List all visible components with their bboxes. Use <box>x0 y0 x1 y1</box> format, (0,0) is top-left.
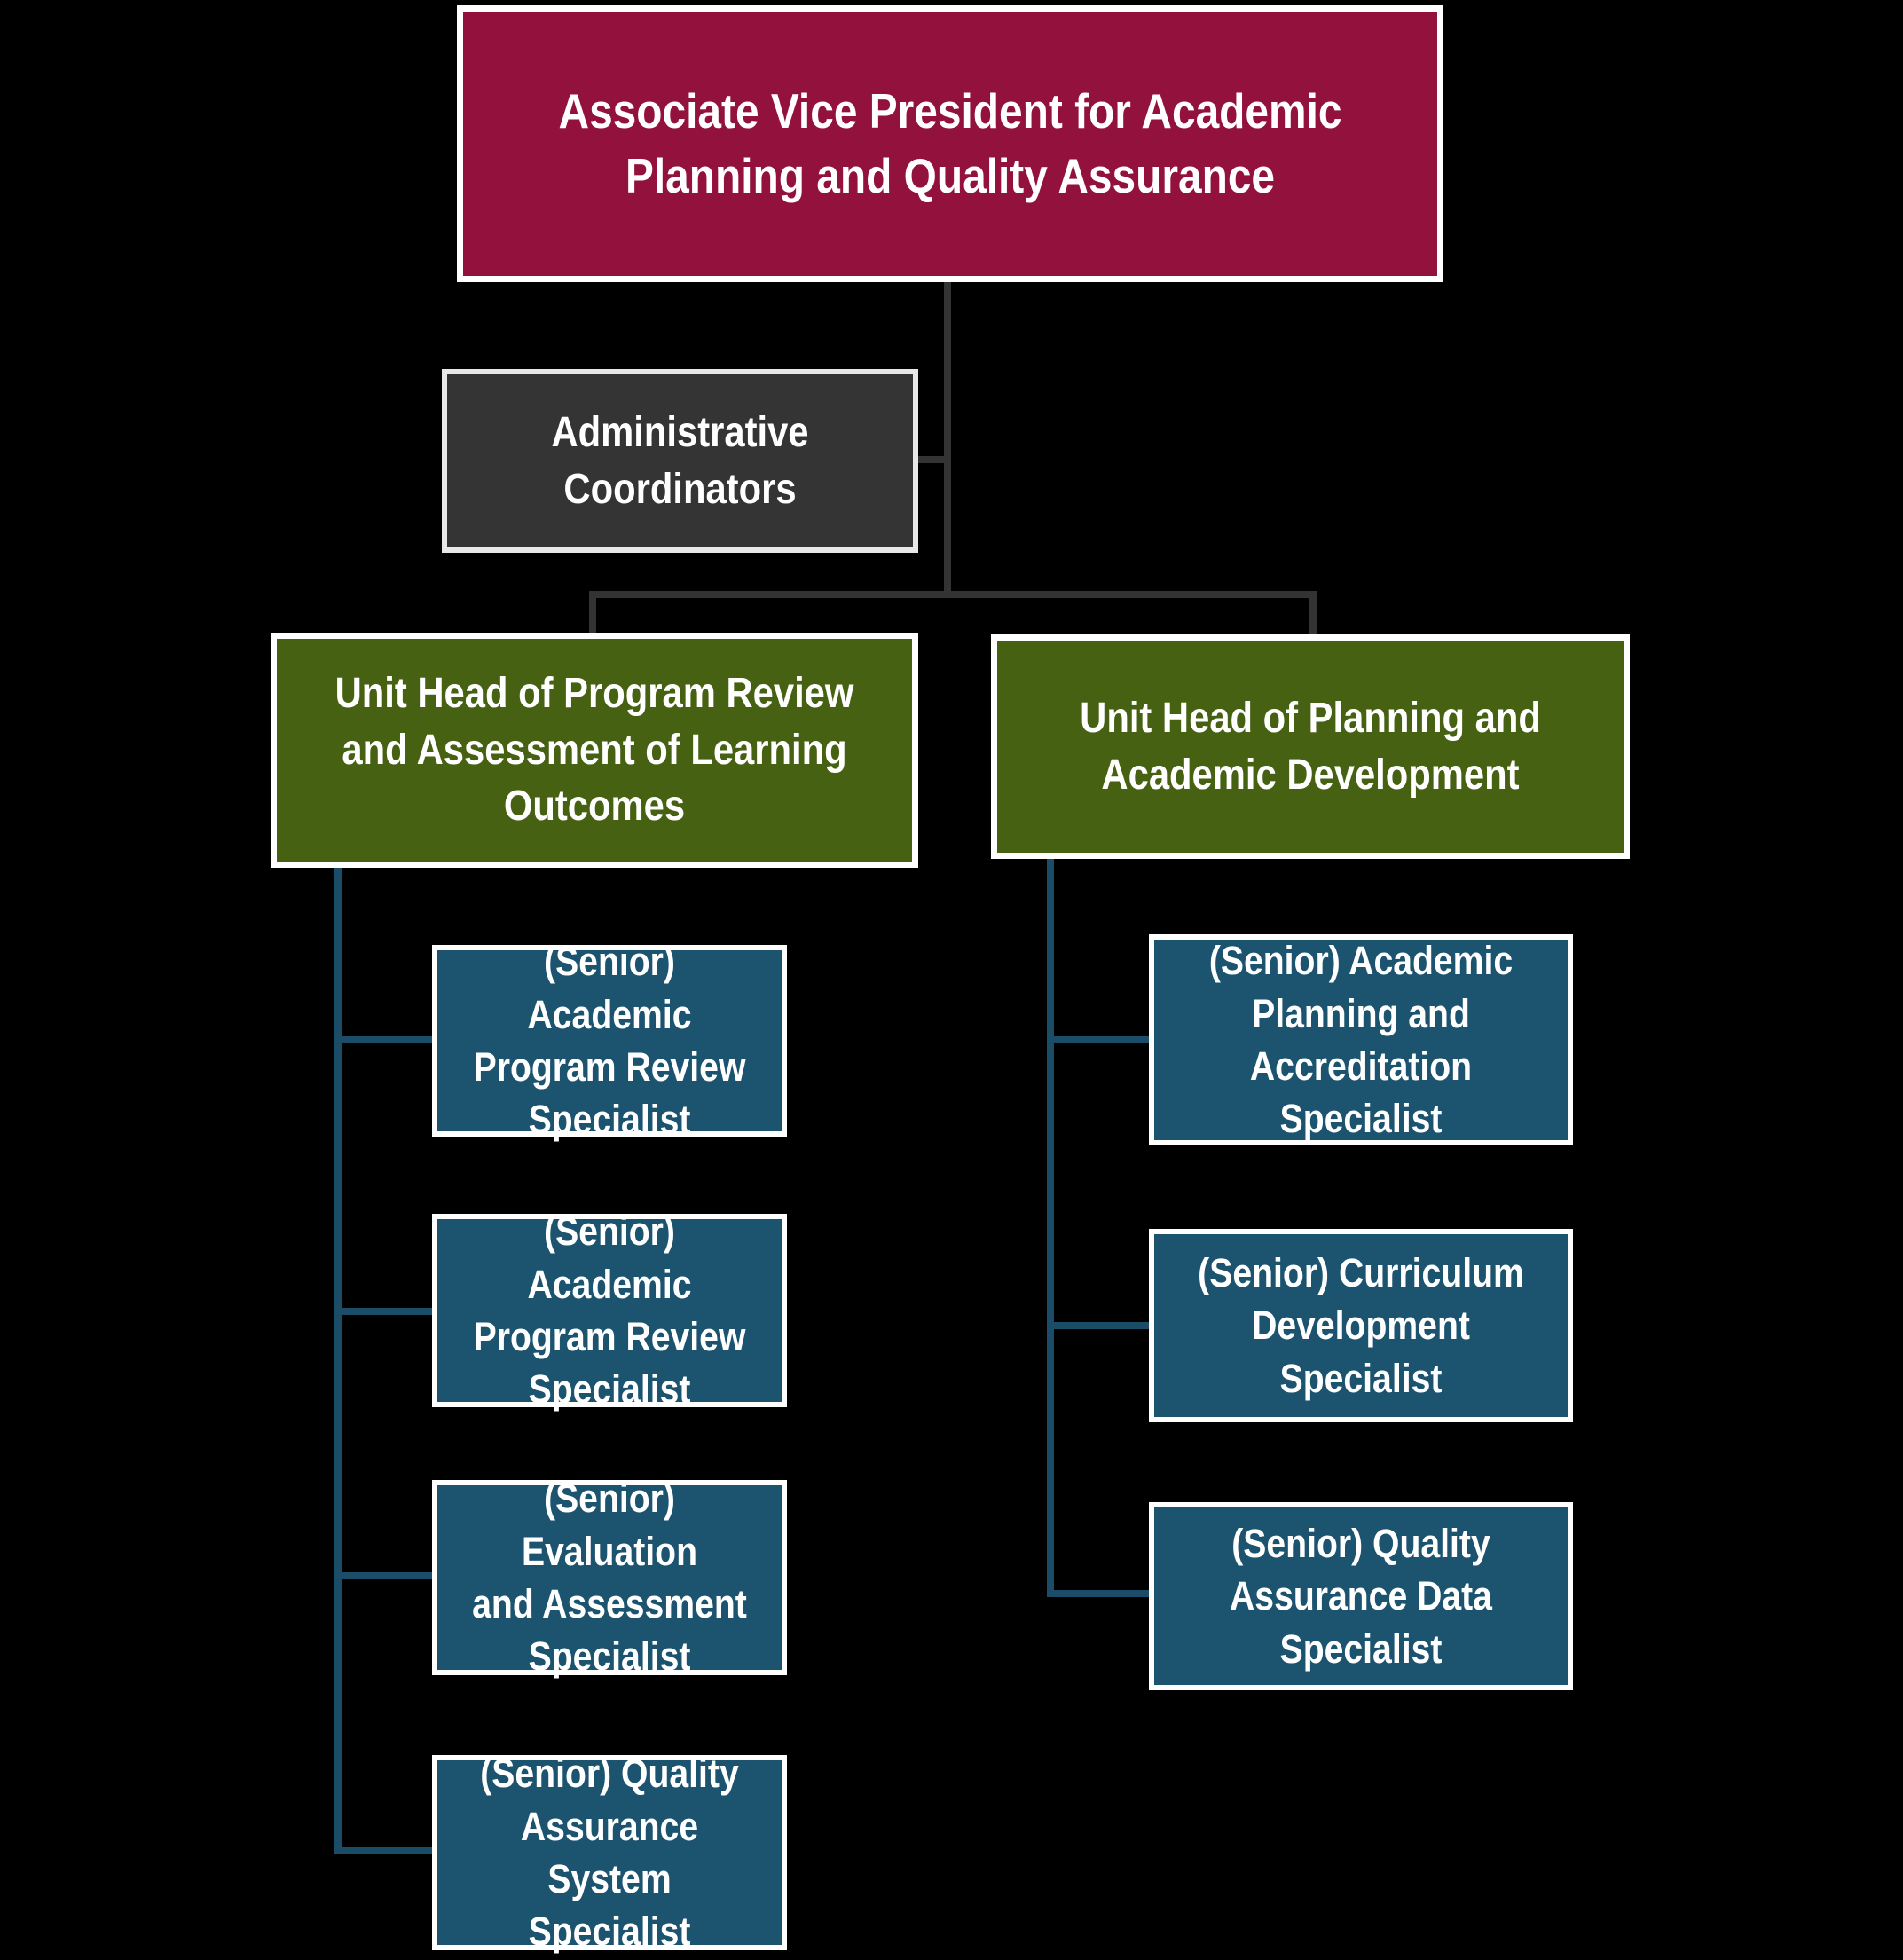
node-quality-assurance-system-specialist-label: (Senior) Quality Assurance System Specia… <box>480 1751 739 1955</box>
node-unit-head-planning: Unit Head of Planning and Academic Devel… <box>991 634 1630 859</box>
connector-left-branch-vertical <box>334 868 342 1854</box>
node-quality-assurance-data-specialist: (Senior) Quality Assurance Data Speciali… <box>1149 1502 1573 1690</box>
connector-split-horizontal <box>589 591 1317 598</box>
node-academic-program-review-specialist-2-label: (Senior) Academic Program Review Special… <box>473 1208 746 1413</box>
node-curriculum-development-specialist: (Senior) Curriculum Development Speciali… <box>1149 1229 1573 1422</box>
connector-right-unit-drop <box>1309 591 1317 637</box>
node-quality-assurance-data-specialist-label: (Senior) Quality Assurance Data Speciali… <box>1230 1520 1492 1672</box>
node-administrative-coordinators-label: Administrative Coordinators <box>551 409 809 513</box>
node-quality-assurance-system-specialist: (Senior) Quality Assurance System Specia… <box>432 1751 787 1954</box>
node-unit-head-planning-label: Unit Head of Planning and Academic Devel… <box>1080 695 1541 799</box>
node-unit-head-program-review-label: Unit Head of Program Review and Assessme… <box>334 670 854 830</box>
connector-left-stub-4 <box>334 1847 432 1854</box>
connector-staff-stub <box>914 456 949 463</box>
connector-left-stub-2 <box>334 1308 432 1315</box>
node-administrative-coordinators: Administrative Coordinators <box>442 369 918 553</box>
node-associate-vice-president-label: Associate Vice President for Academic Pl… <box>558 83 1342 203</box>
connector-root-drop <box>944 282 951 594</box>
node-curriculum-development-specialist-label: (Senior) Curriculum Development Speciali… <box>1198 1249 1524 1401</box>
connector-right-stub-3 <box>1047 1590 1149 1597</box>
connector-left-stub-3 <box>334 1572 432 1579</box>
connector-left-unit-drop <box>589 591 596 637</box>
connector-right-stub-2 <box>1047 1322 1149 1329</box>
node-associate-vice-president: Associate Vice President for Academic Pl… <box>457 5 1443 282</box>
node-unit-head-program-review: Unit Head of Program Review and Assessme… <box>271 633 918 868</box>
node-academic-program-review-specialist-1-label: (Senior) Academic Program Review Special… <box>473 939 746 1143</box>
node-evaluation-assessment-specialist-label: (Senior) Evaluation and Assessment Speci… <box>472 1476 747 1680</box>
node-academic-planning-accreditation-specialist-label: (Senior) Academic Planning and Accredita… <box>1208 938 1514 1142</box>
connector-left-stub-1 <box>334 1036 432 1043</box>
node-academic-planning-accreditation-specialist: (Senior) Academic Planning and Accredita… <box>1149 934 1573 1145</box>
node-evaluation-assessment-specialist: (Senior) Evaluation and Assessment Speci… <box>432 1476 787 1679</box>
node-academic-program-review-specialist-2: (Senior) Academic Program Review Special… <box>432 1208 787 1412</box>
connector-right-branch-vertical <box>1047 859 1054 1597</box>
connector-right-stub-1 <box>1047 1036 1149 1043</box>
node-academic-program-review-specialist-1: (Senior) Academic Program Review Special… <box>432 939 787 1142</box>
